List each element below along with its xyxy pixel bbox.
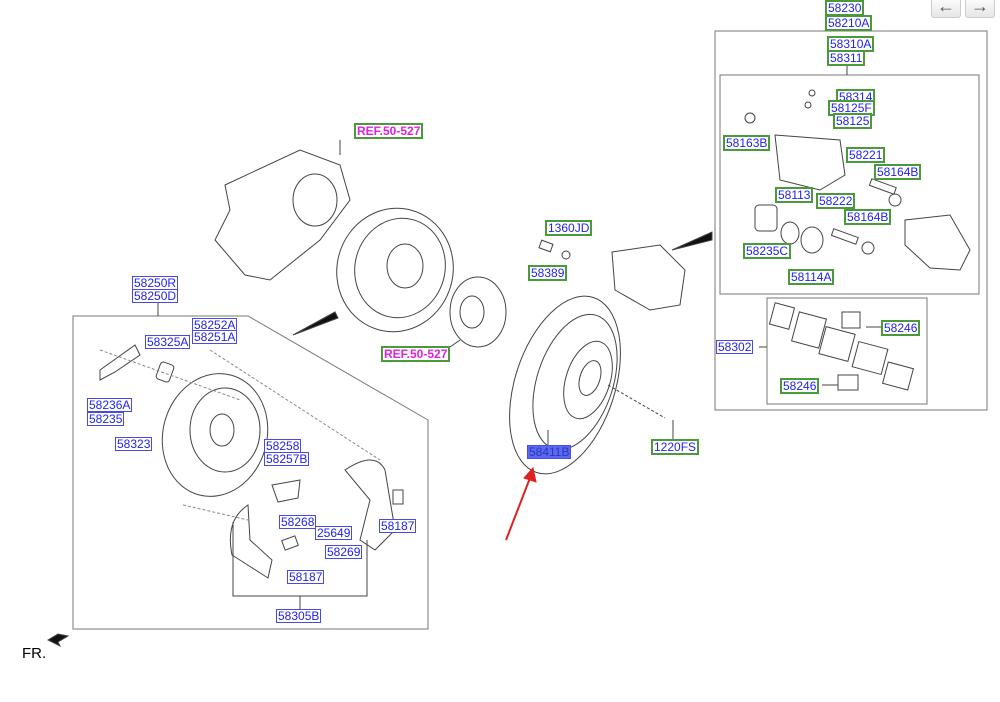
caliper-assembly-box (714, 30, 988, 411)
part-label[interactable]: 58236A (87, 398, 133, 412)
part-label[interactable]: 58125 (833, 113, 873, 129)
part-label[interactable]: 58269 (325, 545, 363, 559)
front-direction-arrow (46, 633, 70, 648)
shoe-right (344, 459, 396, 551)
part-label[interactable]: 58187 (287, 570, 325, 584)
part-label[interactable]: 58305B (276, 609, 322, 623)
part-label[interactable]: 58230 (825, 0, 865, 16)
ref-link[interactable]: REF.50-527 (354, 123, 424, 139)
piston (754, 204, 778, 232)
part-label[interactable]: 58164B (844, 209, 892, 225)
part-label[interactable]: 58268 (279, 515, 317, 529)
part-label[interactable]: 58258 (264, 439, 302, 453)
parking-brake-box (72, 315, 429, 630)
part-label[interactable]: 58251A (192, 330, 238, 344)
part-label[interactable]: 58250D (132, 289, 179, 303)
part-label[interactable]: 58114A (788, 269, 835, 285)
part-label[interactable]: 58113 (775, 187, 814, 203)
part-label[interactable]: 58250R (132, 276, 179, 290)
brake-pads (768, 302, 915, 391)
caliper-bracket (904, 214, 971, 271)
next-button[interactable]: → (965, 0, 995, 18)
part-label[interactable]: 58257B (264, 452, 310, 466)
part-label[interactable]: 25649 (315, 526, 353, 540)
front-direction-label: FR. (22, 645, 47, 662)
arrow-left-icon: ← (937, 0, 955, 16)
part-label[interactable]: 58325A (145, 335, 191, 349)
backing-plate (336, 207, 454, 333)
part-label[interactable]: 58235C (743, 243, 792, 259)
caliper-body (611, 244, 686, 311)
part-label[interactable]: 58389 (528, 265, 568, 281)
part-label[interactable]: 58163B (723, 135, 771, 151)
part-label[interactable]: 1220FS (651, 439, 700, 455)
part-label[interactable]: 58235 (87, 412, 125, 426)
selected-part-label[interactable]: 58411B (527, 445, 572, 459)
ref-link[interactable]: REF.50-527 (381, 346, 451, 362)
knuckle (214, 149, 351, 281)
part-label[interactable]: 58310A (827, 36, 875, 52)
caliper-housing (774, 134, 846, 191)
part-label[interactable]: 58187 (379, 519, 417, 533)
part-label[interactable]: 58246 (780, 378, 820, 394)
shoe-left (229, 504, 273, 579)
part-label[interactable]: 58164B (874, 164, 922, 180)
arrow-right-icon: → (971, 0, 989, 16)
part-label[interactable]: 58221 (846, 147, 886, 163)
part-label[interactable]: 58302 (716, 340, 754, 354)
wheel-hub (449, 276, 507, 348)
part-label[interactable]: 1360JD (545, 220, 593, 236)
selection-arrow (505, 466, 537, 541)
part-label[interactable]: 58246 (881, 320, 921, 336)
caliper-inner-box (719, 74, 980, 295)
part-label[interactable]: 58222 (816, 193, 856, 209)
lever (99, 344, 141, 381)
prev-button[interactable]: ← (931, 0, 961, 18)
part-label[interactable]: 58323 (115, 437, 153, 451)
part-label[interactable]: 58311 (827, 50, 866, 66)
pads-box (766, 297, 928, 405)
pointer-wedge (671, 231, 713, 251)
part-label[interactable]: 58210A (825, 15, 873, 31)
